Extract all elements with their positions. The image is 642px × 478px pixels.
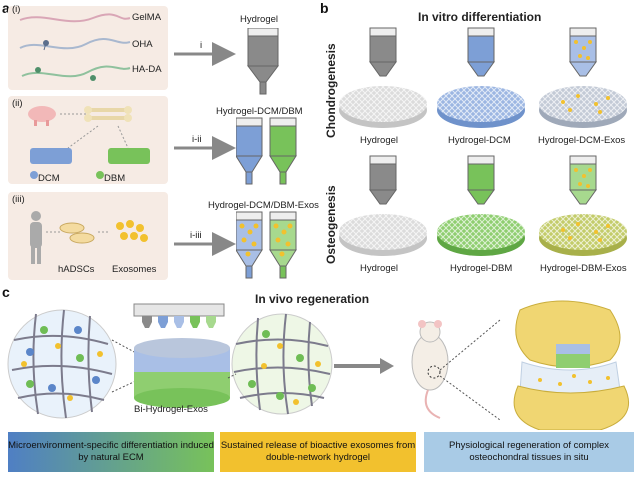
banner-ecm: Microenvironment-specific differentiatio…	[8, 432, 214, 472]
hydrogel-dcm-dbm-label: Hydrogel-DCM/DBM	[216, 106, 303, 117]
dcm-label: DCM	[38, 173, 60, 184]
sub-label-i: (i)	[12, 4, 21, 15]
ha-da-label: HA-DA	[132, 64, 162, 75]
gelma-label: GelMA	[132, 12, 162, 23]
construct-label: Bi-Hydrogel-Exos	[134, 404, 208, 415]
sub-label-ii: (ii)	[12, 98, 23, 109]
b-row1-label-1: Hydrogel-DCM	[448, 135, 511, 146]
panel-c-letter: c	[2, 284, 10, 300]
b-row2-label-0: Hydrogel	[360, 263, 399, 274]
sub-label-iii: (iii)	[12, 194, 25, 205]
in-vitro-scaffolds-icon	[339, 27, 627, 256]
osteogenesis-label: Osteogenesis	[324, 185, 338, 264]
chondrogenesis-label: Chondrogenesis	[324, 43, 338, 138]
b-row2-label-1: Hydrogel-DBM	[450, 263, 513, 274]
arrow-i-label: i	[200, 40, 203, 51]
hydrogel-dcm-dbm-exos-label: Hydrogel-DCM/DBM-Exos	[208, 200, 319, 211]
oha-label: OHA	[132, 39, 153, 50]
dbm-label: DBM	[104, 173, 126, 184]
banner-regeneration: Physiological regeneration of complex os…	[424, 432, 634, 472]
hadscs-label: hADSCs	[58, 264, 95, 275]
in-vitro-title: In vitro differentiation	[418, 10, 542, 24]
panel-a-letter: a	[2, 0, 10, 16]
arrow-ii-label: i-ii	[192, 134, 202, 145]
banner-exosomes: Sustained release of bioactive exosomes …	[220, 432, 416, 472]
panel-b-letter: b	[320, 0, 329, 16]
pig-bone-icon	[28, 106, 150, 179]
b-row1-label-2: Hydrogel-DCM-Exos	[538, 135, 626, 146]
arrows-a	[174, 42, 236, 256]
b-row1-label-0: Hydrogel	[360, 135, 399, 146]
arrow-iii-label: i-iii	[190, 230, 202, 241]
polymer-chains-icon	[19, 13, 131, 81]
b-row2-label-2: Hydrogel-DBM-Exos	[540, 263, 627, 274]
syringes-a-icon	[236, 28, 297, 279]
human-cells-icon	[30, 211, 148, 264]
in-vivo-title: In vivo regeneration	[255, 292, 370, 306]
exosomes-label: Exosomes	[112, 264, 157, 275]
hydrogel-label: Hydrogel	[240, 14, 279, 25]
in-vivo-scene-icon	[7, 300, 629, 430]
